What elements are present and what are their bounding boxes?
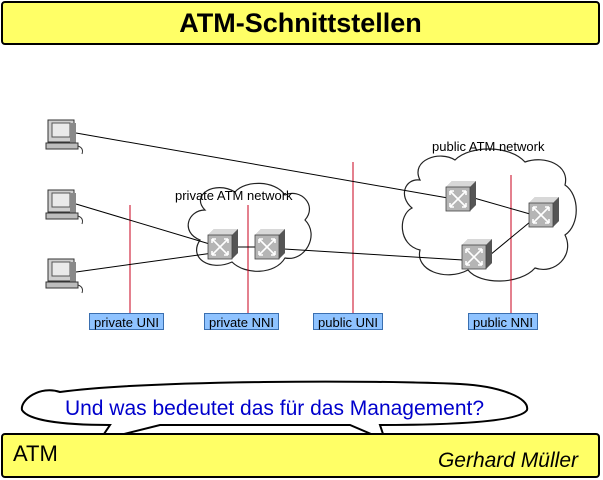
link-pc3-privswitch1 xyxy=(75,252,214,273)
public-cloud xyxy=(401,148,577,282)
page-title: ATM-Schnittstellen xyxy=(179,7,422,38)
private-nni-label: private NNI xyxy=(204,313,280,330)
link-pc1-pubswitch1 xyxy=(75,132,449,199)
footer-topic: ATM xyxy=(13,441,58,466)
atm-switch-icon xyxy=(254,228,286,260)
public-network-label: public ATM network xyxy=(432,139,545,154)
speech-bubble xyxy=(20,380,529,442)
atm-switch-icon xyxy=(445,180,477,212)
atm-switch-icon xyxy=(461,238,493,270)
computer-icon xyxy=(45,258,83,294)
public-nni-label: public NNI xyxy=(468,313,538,330)
private-uni-label: private UNI xyxy=(89,313,165,330)
computer-icon xyxy=(45,189,83,225)
computer-icon xyxy=(45,119,83,155)
atm-switch-icon xyxy=(207,228,239,260)
title-bar: ATM-Schnittstellen xyxy=(1,1,600,45)
link-pubswitch3-pubswitch2 xyxy=(489,221,531,256)
footer-author: Gerhard Müller xyxy=(437,449,578,472)
footer-bar: ATM Gerhard Müller xyxy=(1,433,600,478)
link-pc2-privswitch1 xyxy=(75,203,214,246)
link-private-public xyxy=(283,248,464,261)
public-uni-label: public UNI xyxy=(313,313,383,330)
management-question: Und was bedeutet das für das Management? xyxy=(64,397,485,420)
link-pubswitch1-pubswitch2 xyxy=(473,197,531,215)
atm-switch-icon xyxy=(528,196,560,228)
private-network-label: private ATM network xyxy=(175,188,293,203)
